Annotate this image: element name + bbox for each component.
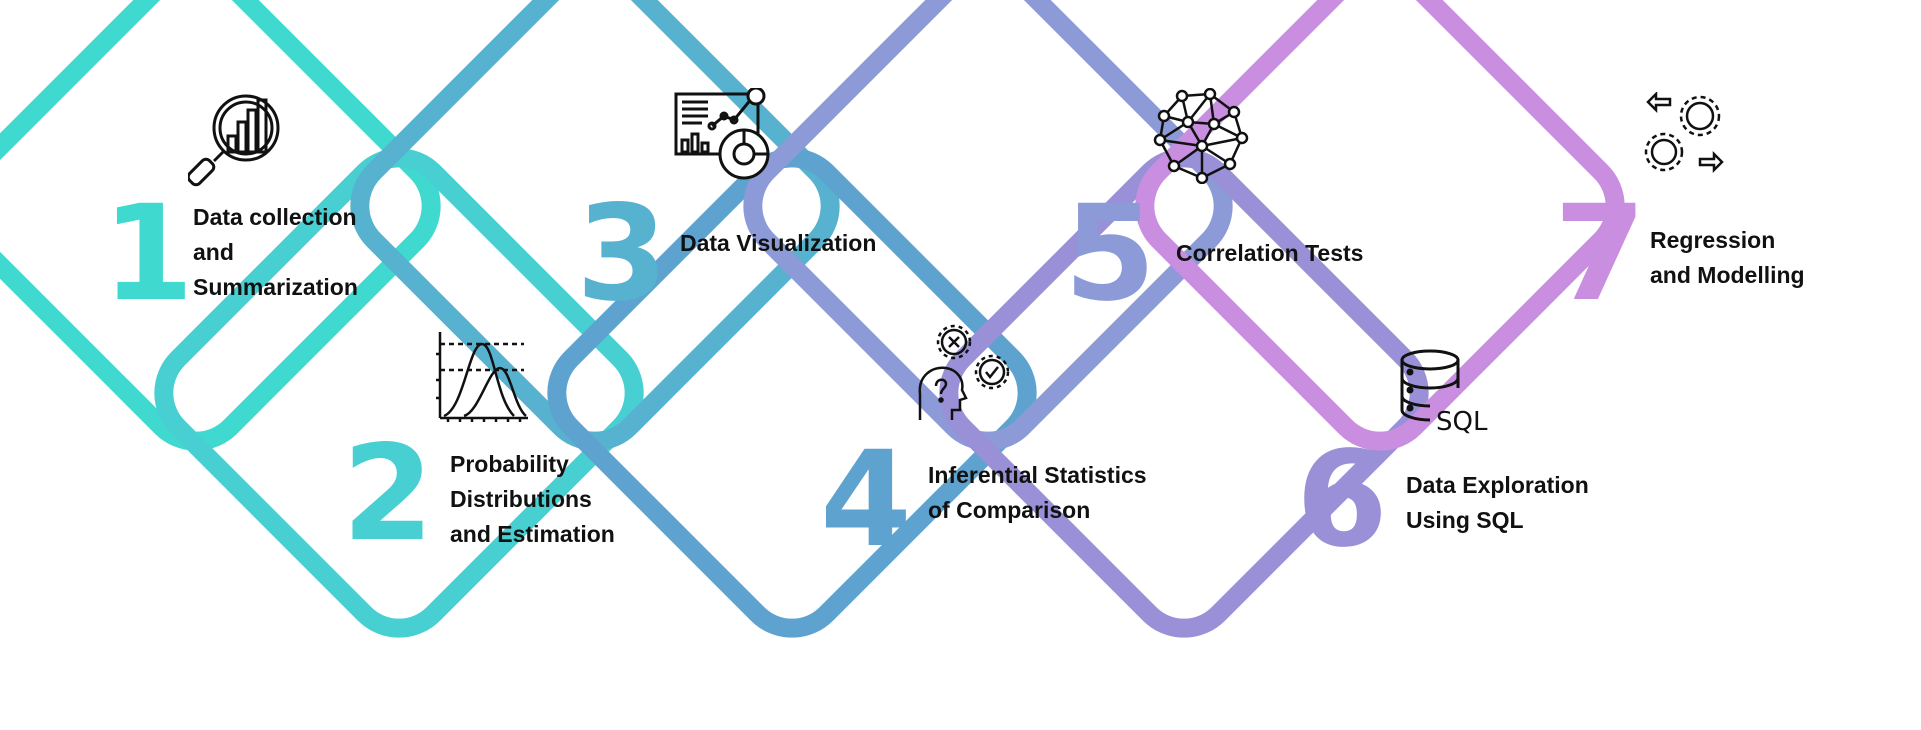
step-7-number: 7 xyxy=(1554,177,1646,331)
magnifier-bar-chart-icon xyxy=(188,88,288,188)
step-6-number: 6 xyxy=(1296,423,1388,577)
step-3-number: 3 xyxy=(576,177,668,331)
head-gears-icon xyxy=(914,322,1024,422)
step-7-label: Regression and Modelling xyxy=(1650,223,1805,293)
step-7-label-line-1: Regression xyxy=(1650,227,1776,253)
step-4-label-line-1: Inferential Statistics xyxy=(928,462,1147,488)
step-2-label-line-2: Distributions xyxy=(450,486,592,512)
step-1-label-line-1: Data collection xyxy=(193,204,357,230)
network-icon xyxy=(1152,88,1252,184)
step-4-label: Inferential Statistics of Comparison xyxy=(928,458,1147,528)
step-5-number: 5 xyxy=(1064,177,1156,331)
step-6-label: Data Exploration Using SQL xyxy=(1406,468,1589,538)
step-3-label-line-1: Data Visualization xyxy=(680,230,877,256)
step-2-label-line-3: and Estimation xyxy=(450,521,615,547)
step-1-label-line-2: and xyxy=(193,239,234,265)
gears-arrows-icon xyxy=(1642,92,1732,176)
step-1-label: Data collection and Summarization xyxy=(193,200,358,305)
step-6-label-line-2: Using SQL xyxy=(1406,507,1524,533)
sql-icon-text: SQL xyxy=(1436,407,1488,436)
step-4-label-line-2: of Comparison xyxy=(928,497,1091,523)
step-1-label-line-3: Summarization xyxy=(193,274,358,300)
distribution-curves-icon xyxy=(434,328,530,424)
step-3-label: Data Visualization xyxy=(680,226,876,261)
step-5-label: Correlation Tests xyxy=(1176,236,1363,271)
step-7-label-line-2: and Modelling xyxy=(1650,262,1805,288)
step-4-number: 4 xyxy=(820,423,912,577)
step-1-number: 1 xyxy=(102,177,194,331)
step-5-label-line-1: Correlation Tests xyxy=(1176,240,1364,266)
step-6-label-line-1: Data Exploration xyxy=(1406,472,1589,498)
dashboard-icon xyxy=(672,88,772,184)
step-2-label: Probability Distributions and Estimation xyxy=(450,447,615,552)
step-2-label-line-1: Probability xyxy=(450,451,569,477)
sql-database-icon: SQL xyxy=(1398,348,1490,436)
step-2-number: 2 xyxy=(342,417,434,571)
